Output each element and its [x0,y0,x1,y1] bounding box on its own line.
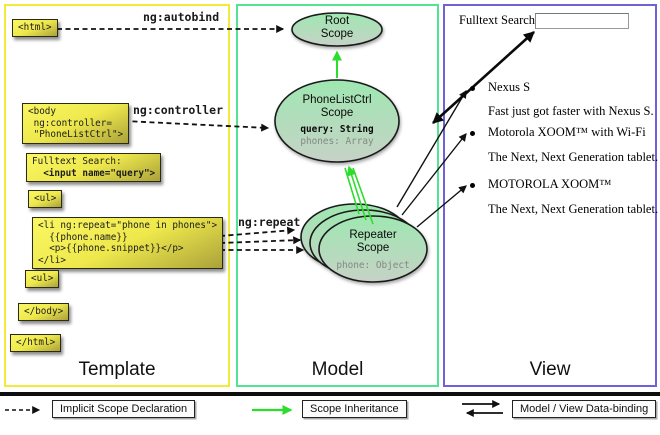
code-line: <li ng:repeat="phone in phones"> [38,220,218,231]
code-box-ul-close: <ul> [25,270,60,288]
repeater-scope-label: Repeater Scope phone: Object [313,229,433,272]
legend-divider [0,392,660,396]
code-line: <input name="query"> [32,167,156,179]
view-item-desc: Fast just got faster with Nexus S. [488,104,654,118]
code-box-li-repeat: <li ng:repeat="phone in phones"> {{phone… [32,217,224,269]
view-item-title: MOTOROLA XOOM™ [488,177,612,191]
model-column-label: Model [311,359,364,380]
code-box-fulltext: Fulltext Search: <input name="query"> [26,153,162,182]
view-item-title: Nexus S [488,80,531,94]
view-item-title: Motorola XOOM™ with Wi-Fi [488,125,646,139]
code-box-html-close: </html> [10,334,62,352]
fulltext-search-input[interactable] [535,13,629,29]
repeater-prop-phone: phone: Object [336,260,410,271]
repeater-line1: Repeater [349,229,397,241]
ng-controller-label: ng:controller [133,103,224,117]
model-column: Model [236,4,439,387]
code-line: </body> [24,306,64,317]
phonelistctrl-prop-phones: phones: Array [300,135,374,147]
ng-repeat-label: ng:repeat [238,215,301,229]
code-line: "PhoneListCtrl"> [28,129,124,140]
code-line: ng:controller= [28,117,112,129]
code-line: <body [28,106,56,117]
code-box-body-close: </body> [18,303,70,321]
list-bullet [470,131,475,136]
view-item-desc: The Next, Next Generation tablet. [488,202,659,216]
view-column: View [443,4,657,387]
root-scope-line2: Scope [320,28,354,40]
root-scope-label: Root Scope [297,15,377,41]
legend-model-view-binding: Model / View Data-binding [512,400,657,418]
list-bullet [470,86,475,91]
template-column-label: Template [78,359,156,380]
code-line: {{phone.name}} [38,231,128,243]
code-line: <html> [18,22,52,33]
fulltext-search-label: Fulltext Search: [459,13,539,27]
code-box-body-open: <body ng:controller= "PhoneListCtrl"> [22,103,130,144]
legend-scope-inheritance: Scope Inheritance [302,400,407,418]
repeater-line2: Scope [356,242,390,254]
code-box-ul-open: <ul> [28,190,63,208]
view-item-desc: The Next, Next Generation tablet. [488,150,659,164]
phonelistctrl-line1: PhoneListCtrl [302,94,372,106]
code-line: <ul> [34,193,57,204]
code-box-html-open: <html> [12,19,58,37]
code-line: </html> [16,337,56,348]
phonelistctrl-line2: Scope [320,107,354,119]
code-line: <p>{{phone.snippet}}</p> [38,243,184,254]
code-line: <ul> [31,273,54,284]
code-line: </li> [38,254,66,266]
phonelistctrl-prop-query: query: String [300,124,374,135]
legend-implicit-scope: Implicit Scope Declaration [52,400,196,418]
view-column-label: View [529,359,571,380]
root-scope-line1: Root [324,15,350,27]
template-column: Template [4,4,230,387]
ng-autobind-label: ng:autobind [143,10,220,24]
code-line: Fulltext Search: [32,156,122,167]
phonelistctrl-scope-label: PhoneListCtrl Scope query: String phones… [277,94,397,147]
list-bullet [470,183,475,188]
